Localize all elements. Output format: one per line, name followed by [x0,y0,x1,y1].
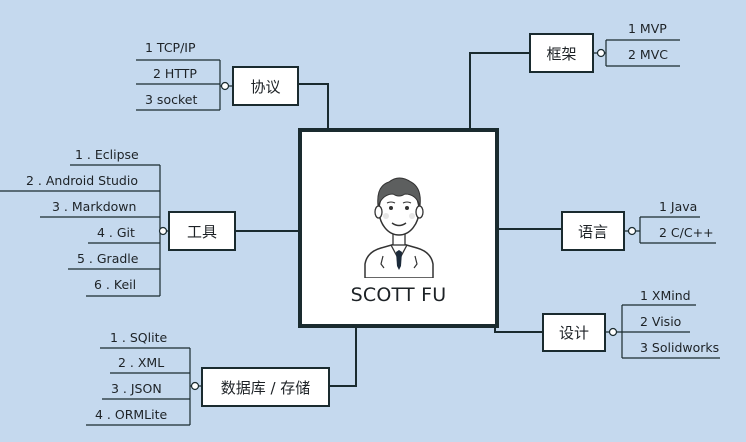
leaf-protocol-3[interactable]: 3 socket [145,92,198,107]
leaf-design-1[interactable]: 1 XMind [640,288,691,303]
connector-framework [469,52,529,128]
connector-design [494,324,542,333]
collapse-dot-design [608,327,618,337]
collapse-dot-language [627,226,637,236]
leaf-protocol-2[interactable]: 2 HTTP [153,66,197,81]
leaf-tools-6[interactable]: 6 . Keil [94,277,137,292]
topic-framework[interactable]: 框架 [529,33,594,73]
leaf-tools-3[interactable]: 3 . Markdown [52,199,137,214]
leaf-tools-2[interactable]: 2 . Android Studio [26,173,138,188]
leaf-database-3[interactable]: 3 . JSON [111,381,162,396]
businessman-avatar-icon [364,177,434,278]
topic-language[interactable]: 语言 [561,211,625,251]
leaf-tools-1[interactable]: 1 . Eclipse [75,147,139,162]
leaf-tools-4[interactable]: 4 . Git [97,225,135,240]
leaf-database-4[interactable]: 4 . ORMLite [95,407,168,422]
leaf-design-3[interactable]: 3 Solidworks [640,340,720,355]
topic-database[interactable]: 数据库 / 存储 [201,367,330,407]
collapse-dot-framework [596,48,606,58]
connector-protocol [298,83,329,128]
leaf-framework-1[interactable]: 1 MVP [628,21,667,36]
central-title: SCOTT FU [350,284,447,306]
topic-design[interactable]: 设计 [542,313,606,352]
leaf-database-2[interactable]: 2 . XML [118,355,165,370]
leaf-framework-2[interactable]: 2 MVC [628,47,668,62]
leaf-protocol-1[interactable]: 1 TCP/IP [145,40,196,55]
collapse-dot-protocol [220,81,230,91]
collapse-dot-tools [158,226,168,236]
topic-tools[interactable]: 工具 [168,211,236,251]
topic-protocol[interactable]: 协议 [232,66,299,106]
leaf-design-2[interactable]: 2 Visio [640,314,682,329]
leaf-database-1[interactable]: 1 . SQlite [110,330,168,345]
connector-database [330,324,357,387]
leaf-language-1[interactable]: 1 Java [659,199,698,214]
leaf-language-2[interactable]: 2 C/C++ [659,225,714,240]
leaf-tools-5[interactable]: 5 . Gradle [77,251,139,266]
collapse-dot-database [190,381,200,391]
central-topic[interactable]: SCOTT FU [298,128,499,328]
